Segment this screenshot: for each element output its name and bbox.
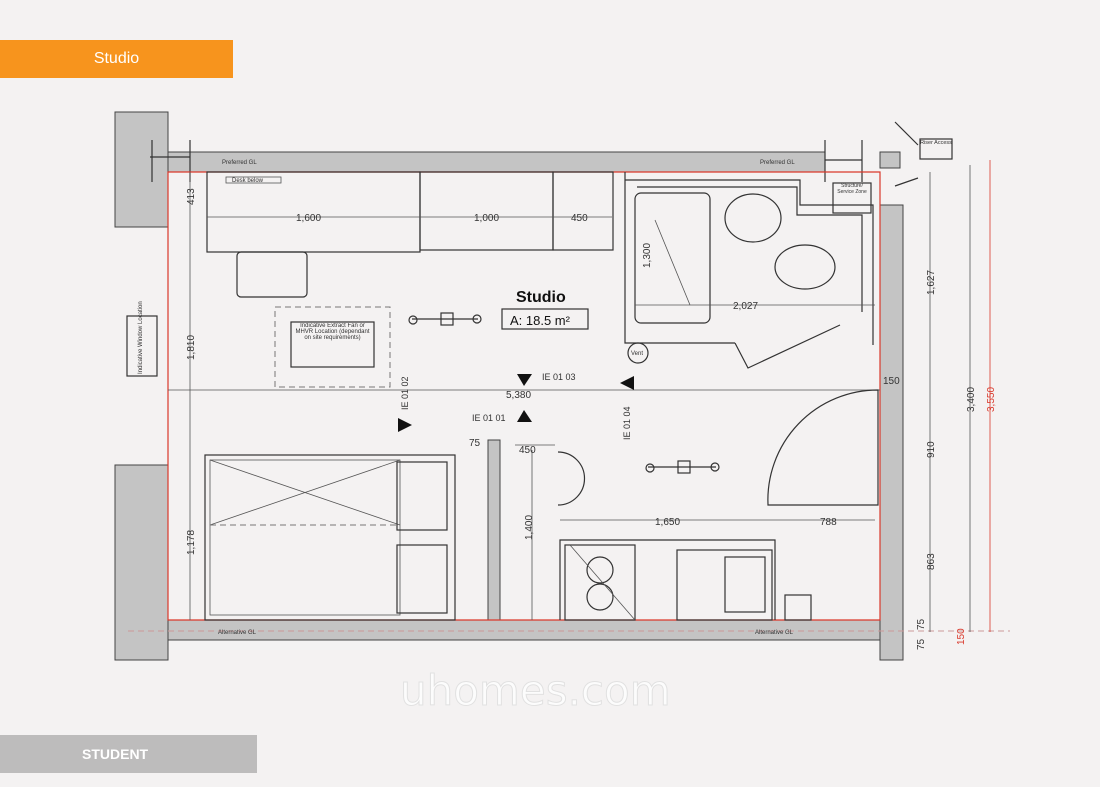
fan-note-box — [290, 321, 375, 368]
bathtub — [634, 192, 711, 324]
dimension-label: 788 — [820, 517, 837, 528]
dimension-label: 1,000 — [474, 213, 499, 224]
wardrobe-door — [557, 451, 586, 506]
dimension-label: 150 — [883, 376, 900, 387]
right-wall — [879, 204, 904, 661]
room-name: Studio — [516, 289, 566, 306]
desk-note: Desk below — [232, 178, 264, 184]
dimension-label: 1,627 — [926, 270, 937, 295]
bed — [204, 454, 456, 621]
kitchen — [559, 539, 812, 621]
dimension-label: 1,178 — [186, 530, 197, 555]
dimension-label: 1,300 — [642, 243, 653, 268]
dimension-label: 75 — [469, 438, 481, 449]
page-title: Studio — [93, 50, 140, 67]
top-wall — [167, 151, 826, 173]
light-fitting-icon — [645, 460, 720, 474]
riser-box — [919, 138, 953, 160]
dimension-label: 863 — [926, 553, 937, 570]
riser-pier — [879, 151, 901, 169]
entrance-door — [767, 389, 879, 506]
wall-label: Preferred GL — [760, 160, 795, 166]
partition-wall — [487, 439, 501, 621]
wall-label: Alternative GL — [755, 630, 794, 636]
watermark: uhomes.com — [400, 666, 671, 715]
left-wall-lower — [114, 464, 169, 661]
dimension-label: 3,400 — [966, 387, 977, 412]
basin — [724, 193, 782, 243]
dimensions: 1,600 1,000 450 413 1,810 1,178 1,300 2,… — [186, 160, 997, 650]
chair — [236, 251, 308, 298]
window-note-box — [126, 315, 158, 377]
service-note: Structure/ Service Zone — [837, 183, 867, 195]
left-wall-upper — [114, 111, 169, 228]
area-box — [501, 308, 589, 330]
dimension-label: 3,550 — [986, 387, 997, 412]
dimension-label: 1,600 — [296, 213, 321, 224]
wall-label: Alternative GL — [218, 630, 257, 636]
service-zone-box — [832, 182, 872, 214]
dimension-label: 910 — [926, 441, 937, 458]
dimension-label: 413 — [186, 188, 197, 205]
unit-boundary — [167, 171, 881, 621]
footer-label: STUDENT — [82, 746, 149, 762]
dimension-label: 1,810 — [186, 335, 197, 360]
dimension-label: 75 — [916, 638, 927, 650]
elevation-label: IE 01 02 — [400, 376, 410, 410]
dimension-label: 450 — [571, 213, 588, 224]
wall-label: Preferred GL — [222, 160, 257, 166]
dimension-label: 75 — [916, 618, 927, 630]
bathroom-door — [734, 324, 841, 369]
elevation-markers: IE 01 03 IE 01 01 IE 01 02 IE 01 04 — [398, 372, 634, 440]
room-area: A: 18.5 m² — [510, 313, 571, 328]
dimension-label: 1,650 — [655, 517, 680, 528]
elevation-label: IE 01 03 — [542, 372, 576, 382]
toilet — [774, 244, 836, 290]
dimension-label: 2,027 — [733, 301, 758, 312]
light-fitting-icon — [408, 312, 482, 326]
extract-fan-zone — [274, 306, 391, 388]
bathroom: Vent Structure/ Service Zone Riser Acces… — [624, 121, 953, 369]
dimension-label: 450 — [519, 445, 536, 456]
elevation-label: IE 01 01 — [472, 413, 506, 423]
walls — [114, 111, 904, 661]
vent-label: Vent — [631, 351, 643, 357]
dimension-label: 1,400 — [524, 515, 535, 540]
fan-note: Indicative Extract Fan or MHVR Location … — [295, 323, 370, 341]
dimension-label: 5,380 — [506, 390, 531, 401]
elevation-label: IE 01 04 — [622, 406, 632, 440]
footer-banner: STUDENT — [0, 735, 257, 773]
desk-unit: Desk below — [206, 171, 614, 298]
dimension-label: 150 — [956, 628, 967, 645]
riser-note: Riser Access — [920, 140, 952, 146]
title-banner: Studio — [0, 40, 233, 78]
window-note: Indicative Window Location — [138, 301, 144, 374]
